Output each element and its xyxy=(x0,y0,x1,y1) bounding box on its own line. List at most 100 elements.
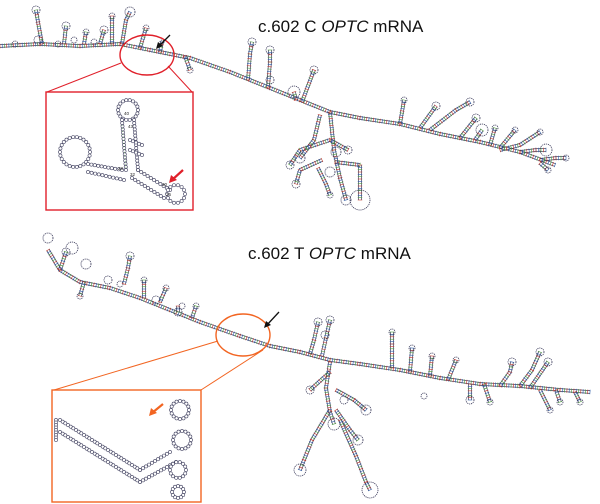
base-pair xyxy=(55,264,60,268)
nucleotide xyxy=(98,443,102,447)
hairpin-loop xyxy=(388,328,396,336)
hairpin-loop xyxy=(360,404,372,416)
stem-strand xyxy=(125,268,130,285)
base-pair xyxy=(381,119,383,124)
base-pair xyxy=(327,361,333,363)
base-pair xyxy=(437,375,439,380)
nucleotide xyxy=(107,174,112,179)
base-pair xyxy=(549,161,552,166)
base-pair xyxy=(80,285,85,288)
base-pair xyxy=(333,155,338,158)
stem-strand xyxy=(141,28,148,49)
stem-strand xyxy=(251,42,254,55)
base-pair xyxy=(324,384,329,387)
base-pair xyxy=(74,277,78,282)
base-pair xyxy=(188,55,192,61)
nucleotide xyxy=(174,399,179,404)
base-pair xyxy=(464,102,468,107)
hairpin-loop xyxy=(151,295,161,305)
base-pair xyxy=(311,161,315,167)
nucleotide xyxy=(150,460,154,465)
base-pair xyxy=(410,124,412,130)
base-pair xyxy=(290,94,293,99)
base-pair xyxy=(482,385,487,388)
base-pair xyxy=(323,374,327,379)
base-pair xyxy=(153,48,156,54)
base-pair xyxy=(537,388,543,392)
position-number: 43 xyxy=(128,124,134,129)
stem-strand xyxy=(123,20,128,45)
base-pair xyxy=(503,146,506,152)
hairpin-loop xyxy=(475,123,489,137)
base-pair xyxy=(315,321,321,323)
base-pair xyxy=(360,472,365,475)
base-pair xyxy=(439,375,441,381)
nucleotide xyxy=(58,150,62,154)
base-pair xyxy=(399,114,404,116)
base-pair xyxy=(529,368,535,372)
nucleotide xyxy=(186,444,191,449)
base-pair xyxy=(337,413,342,417)
base-pair xyxy=(520,141,524,146)
base-pair xyxy=(446,113,451,118)
base-pair xyxy=(51,258,57,262)
hairpin-loop xyxy=(330,146,342,158)
stem-strand xyxy=(330,358,361,363)
hairpin-loop xyxy=(511,126,519,134)
nucleotide xyxy=(114,465,118,469)
base-pair xyxy=(217,326,220,331)
nucleotide xyxy=(183,192,187,196)
nucleotide xyxy=(78,164,83,168)
base-pair xyxy=(90,282,93,287)
base-pair xyxy=(364,482,370,486)
base-pair xyxy=(161,291,167,294)
base-pair xyxy=(344,433,349,437)
stem-strand xyxy=(248,41,251,54)
base-pair xyxy=(509,361,515,363)
nucleotide xyxy=(141,478,145,483)
nucleotide xyxy=(150,473,154,478)
base-pair xyxy=(303,350,306,356)
nucleotide xyxy=(93,171,98,176)
base-pair xyxy=(412,125,415,130)
stem-strand xyxy=(304,440,314,461)
hairpin-loop xyxy=(33,35,43,45)
base-pair xyxy=(320,176,326,180)
base-pair xyxy=(126,262,132,264)
base-pair xyxy=(236,333,239,338)
base-pair xyxy=(249,43,254,46)
stem-strand xyxy=(573,392,580,403)
base-pair xyxy=(505,146,508,151)
base-pair xyxy=(348,442,353,445)
base-pair xyxy=(483,140,486,146)
stem-strand xyxy=(352,400,366,412)
stem-strand xyxy=(119,45,150,52)
nucleotide xyxy=(141,466,145,471)
base-pair xyxy=(301,98,304,104)
nucleotide xyxy=(149,188,154,192)
nucleotide xyxy=(132,127,137,132)
nucleotide xyxy=(133,114,138,119)
base-pair xyxy=(233,71,236,76)
base-pair xyxy=(318,172,324,176)
base-pair xyxy=(169,51,171,57)
nucleotide xyxy=(168,185,173,189)
base-pair xyxy=(516,149,519,154)
nucleotide xyxy=(90,438,94,442)
base-pair xyxy=(166,306,169,312)
base-pair xyxy=(419,126,421,132)
base-pair xyxy=(70,275,74,280)
base-pair xyxy=(528,136,532,141)
base-pair xyxy=(513,128,517,132)
nucleotide xyxy=(118,101,123,106)
base-pair xyxy=(316,121,321,123)
base-pair xyxy=(201,320,204,325)
base-pair xyxy=(271,86,274,92)
base-pair xyxy=(312,334,318,337)
base-pair xyxy=(157,51,163,53)
base-pair xyxy=(182,54,188,58)
hairpin-loop xyxy=(556,398,564,406)
base-pair xyxy=(332,140,336,145)
base-pair xyxy=(462,130,467,135)
nucleotide xyxy=(68,424,73,429)
